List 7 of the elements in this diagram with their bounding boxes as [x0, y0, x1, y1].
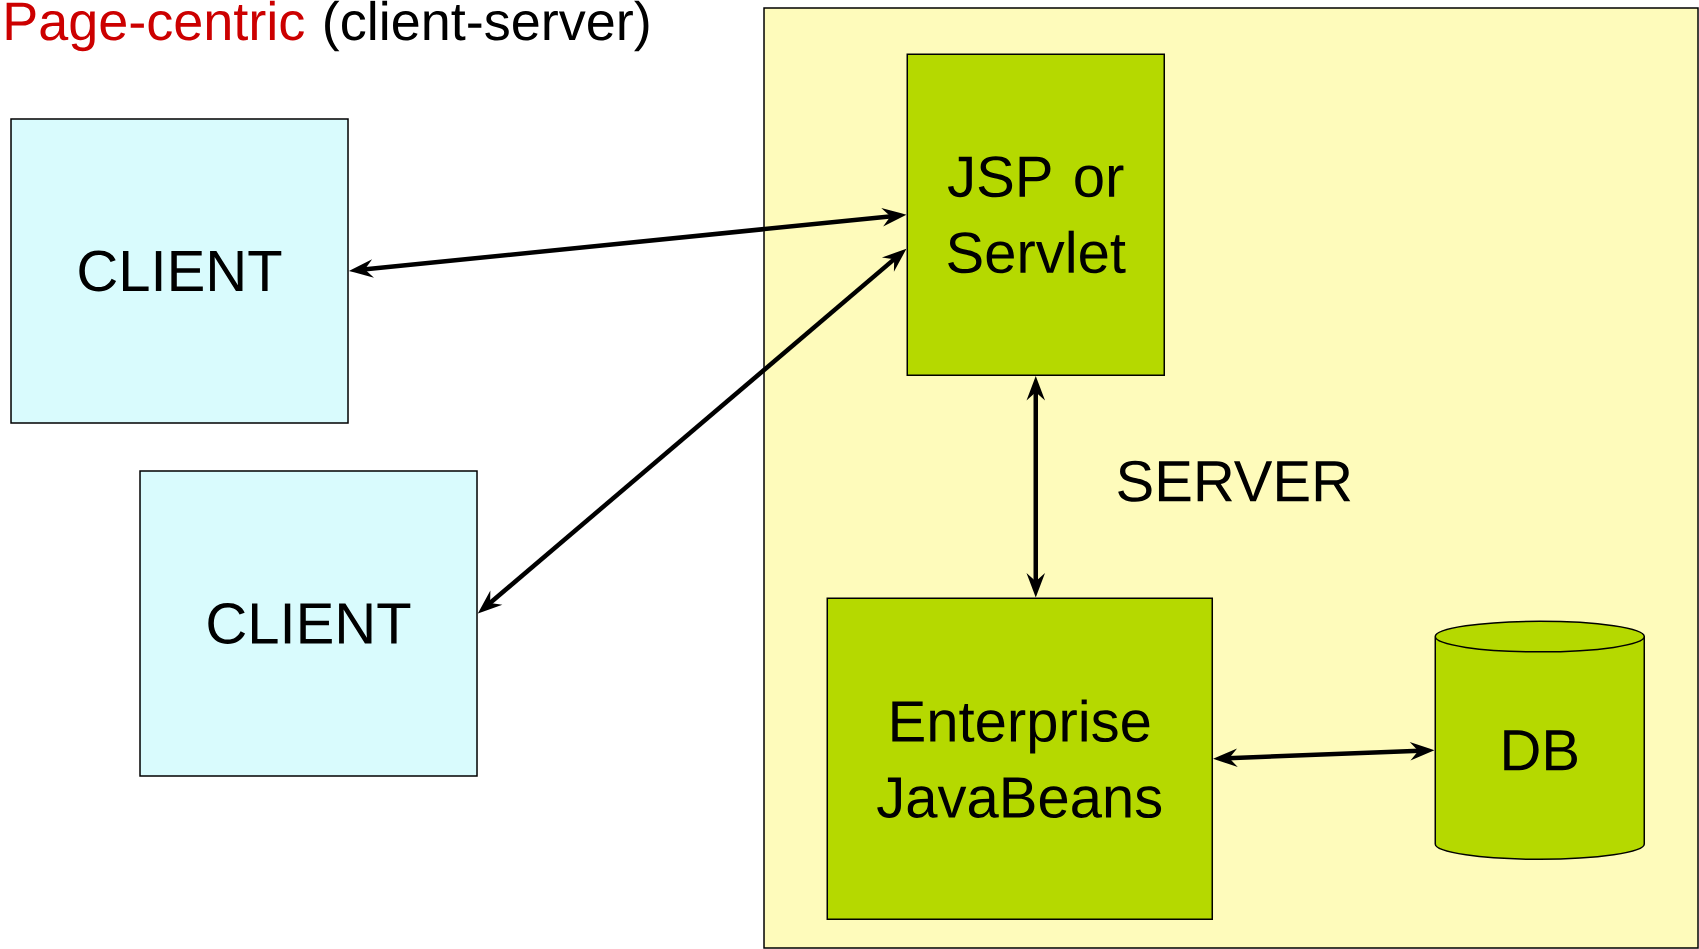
- database-cylinder: DB: [1434, 620, 1645, 861]
- client-box: CLIENT: [139, 470, 478, 777]
- component-box: JSP or Servlet: [906, 53, 1165, 376]
- client-box: CLIENT: [10, 118, 349, 424]
- title: Page-centric: [6, 0, 304, 52]
- subtitle: (client-server): [325, 0, 649, 52]
- component-box: Enterprise JavaBeans: [826, 597, 1213, 920]
